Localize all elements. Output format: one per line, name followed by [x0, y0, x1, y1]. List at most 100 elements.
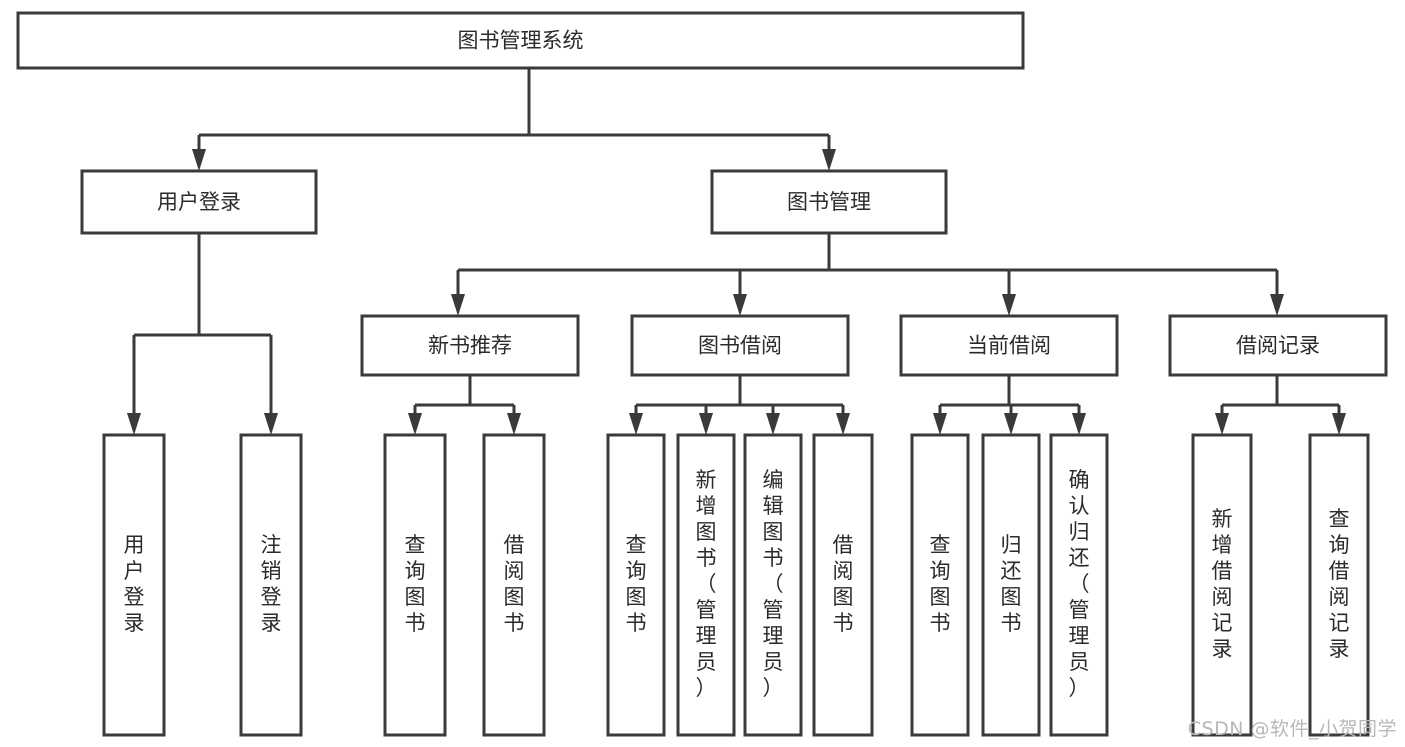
node-box-borrow-record-rect [1168, 314, 1388, 377]
leaf-box-query-book-recommend-rect [383, 433, 447, 737]
leaf-box-borrow-book-recommend-label-char: 借 [504, 533, 525, 557]
leaf-box-edit-book-admin-label-char: 图 [763, 520, 784, 544]
leaf-box-query-book-borrow-label-char: 询 [626, 559, 647, 583]
arrow-to-leaf-user-login [127, 413, 141, 435]
leaf-box-borrow-book-label-char: 借 [833, 533, 854, 557]
leaf-box-query-book-current-label-char: 书 [930, 611, 951, 635]
leaf-box-user-login-label-char: 录 [124, 611, 145, 635]
arrow-to-leaf-borrow-book-recommend [507, 413, 521, 435]
leaf-box-return-book-label-char: 书 [1001, 611, 1022, 635]
leaf-box-borrow-book-rect [812, 433, 874, 737]
leaf-box-borrow-book-recommend-rect [482, 433, 546, 737]
leaf-box-add-book-admin-label-char: 理 [696, 624, 717, 648]
arrow-to-current-borrow [1002, 294, 1016, 316]
leaf-box-confirm-return-admin-label-char: （ [1069, 572, 1090, 596]
leaf-box-logout-label-char: 销 [261, 559, 282, 583]
leaf-box-logout-label-char: 录 [261, 611, 282, 635]
leaf-box-user-login-label-char: 户 [124, 559, 145, 583]
leaf-box-add-book-admin-label-char: ） [696, 676, 717, 700]
leaf-box-add-borrow-record-rect [1191, 433, 1253, 737]
leaf-box-query-borrow-record-label-char: 记 [1329, 611, 1350, 635]
leaf-box-edit-book-admin-label-char: 书 [763, 546, 784, 570]
node-box-current-borrow-label: 当前借阅 [967, 334, 1051, 358]
leaf-box-edit-book-admin-label-char: 辑 [763, 494, 784, 518]
arrow-layer [127, 149, 1346, 435]
leaf-box-query-book-current-rect [910, 433, 970, 737]
arrow-to-leaf-query-book-current [933, 413, 947, 435]
leaf-box-add-book-admin-label-char: 图 [696, 520, 717, 544]
leaf-box-query-book-recommend-label-char: 图 [405, 585, 426, 609]
arrow-to-leaf-borrow-book [836, 413, 850, 435]
leaf-box-add-book-admin-label-char: 书 [696, 546, 717, 570]
leaf-box-user-login[interactable]: 用户登录 [102, 433, 166, 737]
node-box-book-borrow-label: 图书借阅 [698, 334, 782, 358]
leaf-box-query-book-borrow-label-char: 图 [626, 585, 647, 609]
leaf-box-confirm-return-admin-label-char: ） [1069, 676, 1090, 700]
leaf-box-query-borrow-record-rect [1308, 433, 1370, 737]
arrow-to-leaf-query-book-recommend [408, 413, 422, 435]
leaf-box-borrow-book-recommend-label-char: 书 [504, 611, 525, 635]
leaf-box-logout-rect [239, 433, 303, 737]
arrow-to-book-management [822, 149, 836, 171]
leaf-box-borrow-book-recommend-label-char: 图 [504, 585, 525, 609]
root-box-book-management-system-label: 图书管理系统 [458, 29, 584, 53]
leaf-box-query-book-borrow-label-char: 查 [626, 533, 647, 557]
box-layer: 图书管理系统用户登录图书管理新书推荐图书借阅当前借阅借阅记录用户登录注销登录查询… [16, 11, 1388, 737]
leaf-box-add-borrow-record-label-char: 借 [1212, 559, 1233, 583]
leaf-box-borrow-book-label-char: 图 [833, 585, 854, 609]
leaf-box-user-login-label-char: 登 [124, 585, 145, 609]
leaf-box-query-borrow-record-label-char: 查 [1329, 507, 1350, 531]
leaf-box-query-book-recommend-label-char: 书 [405, 611, 426, 635]
leaf-box-query-borrow-record-label-char: 询 [1329, 533, 1350, 557]
node-box-borrow-record-label: 借阅记录 [1236, 334, 1320, 358]
leaf-box-confirm-return-admin-label-char: 确 [1069, 468, 1090, 492]
leaf-box-edit-book-admin-label-char: ） [763, 676, 784, 700]
leaf-box-query-book-borrow-rect [606, 433, 666, 737]
leaf-box-return-book-label-char: 还 [1001, 559, 1022, 583]
arrow-to-leaf-query-book-borrow [629, 413, 643, 435]
leaf-box-confirm-return-admin-label-char: 理 [1069, 624, 1090, 648]
leaf-box-user-login-label-char: 用 [124, 533, 145, 557]
node-box-user-login[interactable]: 用户登录 [80, 169, 318, 235]
leaf-box-confirm-return-admin-rect [1049, 433, 1109, 737]
node-box-book-borrow[interactable]: 图书借阅 [630, 314, 850, 377]
leaf-box-borrow-book-recommend-label-char: 阅 [504, 559, 525, 583]
leaf-box-add-book-admin-label-char: 员 [696, 650, 717, 674]
leaf-box-confirm-return-admin-label-char: 管 [1069, 598, 1090, 622]
leaf-box-query-book-current-label-char: 图 [930, 585, 951, 609]
leaf-box-query-book-borrow-label-char: 书 [626, 611, 647, 635]
node-box-book-management[interactable]: 图书管理 [710, 169, 948, 235]
leaf-box-query-borrow-record-label-char: 录 [1329, 637, 1350, 661]
leaf-box-confirm-return-admin-label-char: 认 [1069, 494, 1090, 518]
leaf-box-edit-book-admin-label-char: （ [763, 572, 784, 596]
node-box-new-book-recommend[interactable]: 新书推荐 [360, 314, 580, 377]
leaf-box-add-book-admin-label-char: 新 [696, 468, 717, 492]
leaf-box-logout-label-char: 注 [261, 533, 282, 557]
node-box-borrow-record[interactable]: 借阅记录 [1168, 314, 1388, 377]
arrow-to-leaf-logout [264, 413, 278, 435]
leaf-box-add-borrow-record-label-char: 增 [1212, 533, 1233, 557]
arrow-to-leaf-query-borrow-record [1332, 413, 1346, 435]
leaf-box-add-book-admin-label-char: 增 [696, 494, 717, 518]
root-box-book-management-system-rect [16, 11, 1025, 70]
leaf-box-return-book-label-char: 图 [1001, 585, 1022, 609]
root-box-book-management-system[interactable]: 图书管理系统 [16, 11, 1025, 70]
leaf-box-logout-label-char: 登 [261, 585, 282, 609]
node-box-user-login-rect [80, 169, 318, 235]
node-box-book-management-label: 图书管理 [787, 190, 871, 214]
node-box-current-borrow[interactable]: 当前借阅 [899, 314, 1119, 377]
leaf-box-return-book-rect [981, 433, 1041, 737]
